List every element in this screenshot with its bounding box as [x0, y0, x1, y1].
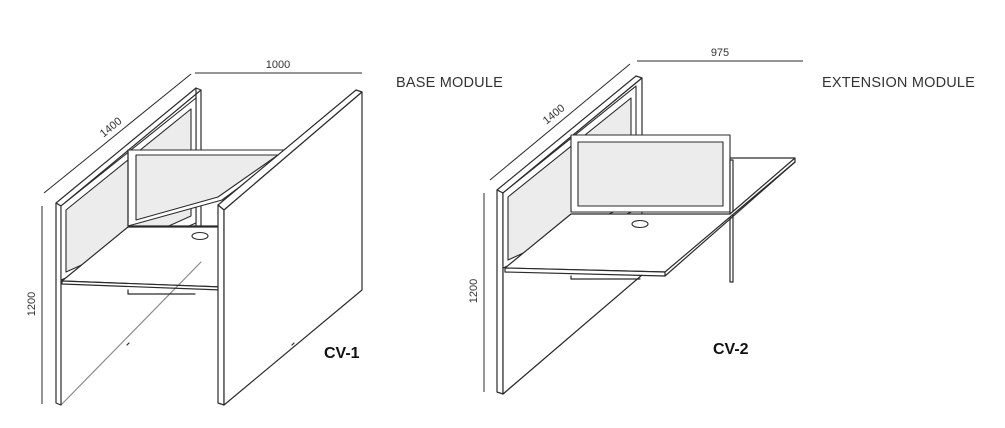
base-depth-dimension-line: [43, 73, 192, 194]
ext-depth-dimension: 1400: [541, 102, 568, 127]
ext-grommet: [631, 219, 649, 229]
ext-height-dimension: 1200: [468, 279, 480, 303]
base-module-code: CV-1: [324, 345, 360, 362]
base-back-screen-glass: [135, 154, 279, 221]
extension-module: 975 1400 1200 EXTENSION MODULE CV-: [468, 47, 975, 395]
base-right-panel-front-edge: [217, 204, 225, 406]
ext-right-support: [729, 159, 734, 283]
ext-back-screen-glass: [577, 141, 724, 207]
base-depth-dimension: 1400: [98, 115, 125, 140]
base-grommet: [191, 231, 209, 241]
base-module: 1000 1400 1200: [26, 59, 503, 406]
base-right-panel: [223, 91, 363, 406]
base-width-dimension: 1000: [266, 59, 290, 71]
ext-width-dimension: 975: [711, 47, 729, 59]
ext-left-panel-front-edge: [496, 189, 504, 395]
extension-module-code: CV-2: [713, 341, 749, 358]
extension-module-label: EXTENSION MODULE: [822, 75, 975, 91]
base-left-panel-front-edge: [55, 202, 62, 406]
base-height-dimension: 1200: [26, 292, 38, 316]
base-module-label: BASE MODULE: [396, 75, 503, 91]
ext-depth-dimension-line: [489, 63, 631, 181]
